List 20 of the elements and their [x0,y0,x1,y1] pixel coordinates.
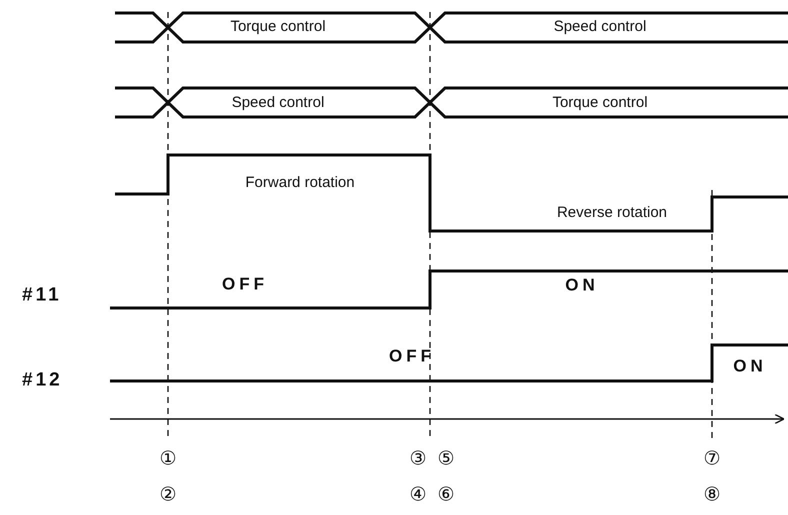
step-number: ⑥ [438,486,454,506]
state-label: Torque control [552,94,648,112]
state-label: Torque control [230,18,326,36]
step-number: ⑦ [704,450,720,470]
step-number: ④ [410,486,426,506]
state-label: OFF [389,348,435,366]
state-label: Speed control [554,18,646,36]
step-number: ③ [410,450,426,470]
step-number: ⑤ [438,450,454,470]
state-label: Speed control [232,94,324,112]
signal-label: #11 [22,286,62,306]
state-label: Forward rotation [245,174,355,192]
step-number: ⑧ [704,486,720,506]
state-label: OFF [222,276,268,294]
state-label: Reverse rotation [556,204,668,222]
step-number: ② [160,486,176,506]
step-number: ① [160,450,176,470]
state-label: ON [565,276,599,296]
signal-label: #12 [22,370,63,392]
state-label: ON [733,358,767,376]
